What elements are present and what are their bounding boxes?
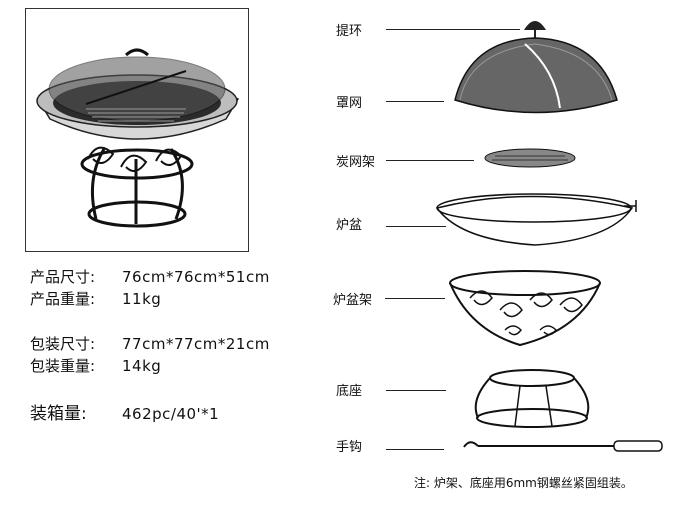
leader-line xyxy=(386,449,444,450)
leader-line xyxy=(386,226,446,227)
base-part xyxy=(474,369,590,428)
spec-package-weight: 包装重量: 14kg xyxy=(30,355,161,376)
spec-carton-quantity: 装箱量: 462pc/40'*1 xyxy=(30,399,219,424)
spec-product-weight: 产品重量: 11kg xyxy=(30,288,161,309)
spec-value: 462pc/40'*1 xyxy=(122,405,220,423)
leader-line xyxy=(386,160,474,161)
spec-value: 77cm*77cm*21cm xyxy=(122,335,270,353)
part-label-mesh-cover: 罩网 xyxy=(336,96,363,111)
spec-value: 14kg xyxy=(122,357,162,375)
bowl-stand-part xyxy=(449,270,601,347)
spec-label: 产品尺寸: xyxy=(30,268,96,286)
spec-value: 76cm*76cm*51cm xyxy=(122,268,270,286)
part-label-hook: 手钩 xyxy=(336,440,363,455)
part-label-charcoal-grate: 炭网架 xyxy=(336,155,376,170)
spec-label: 包装尺寸: xyxy=(30,335,96,353)
leader-line xyxy=(386,390,446,391)
spec-label: 装箱量: xyxy=(30,404,87,424)
spec-value: 11kg xyxy=(122,290,162,308)
spec-product-size: 产品尺寸: 76cm*76cm*51cm xyxy=(30,266,270,287)
charcoal-grate-part xyxy=(484,148,576,168)
leader-line xyxy=(385,298,445,299)
fire-pit-illustration xyxy=(36,48,240,228)
leader-line xyxy=(386,29,520,30)
part-label-base: 底座 xyxy=(336,384,363,399)
spec-package-size: 包装尺寸: 77cm*77cm*21cm xyxy=(30,333,270,354)
bowl-part xyxy=(435,193,637,246)
spec-label: 产品重量: xyxy=(30,290,96,308)
product-photo xyxy=(25,8,249,252)
hook-part xyxy=(463,440,663,452)
spec-label: 包装重量: xyxy=(30,357,96,375)
leader-line xyxy=(386,101,444,102)
mesh-cover-part xyxy=(454,37,618,114)
part-label-bowl: 炉盆 xyxy=(336,218,363,233)
part-label-handle-ring: 提环 xyxy=(336,24,363,39)
assembly-note: 注: 炉架、底座用6mm钢螺丝紧固组装。 xyxy=(414,476,633,490)
part-label-bowl-stand: 炉盆架 xyxy=(333,293,373,308)
